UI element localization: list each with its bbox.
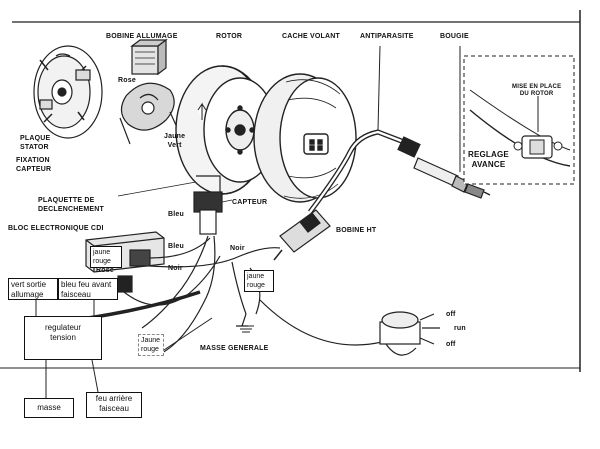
label-fixation-capteur: FIXATION CAPTEUR xyxy=(16,157,52,173)
note-feu-arriere: feu arrière faisceau xyxy=(86,392,142,418)
label-bloc-cdi: BLOC ELECTRONIQUE CDI xyxy=(8,225,104,232)
label-capteur: CAPTEUR xyxy=(232,199,268,206)
label-plaque-stator: PLAQUE STATOR xyxy=(20,135,51,151)
note-masse: masse xyxy=(24,398,74,418)
ht-coil xyxy=(273,209,331,261)
label-rotor: ROTOR xyxy=(216,33,243,40)
note-jaune-rouge-low: Jaune rouge xyxy=(138,334,164,356)
label-off-top: off xyxy=(446,311,456,318)
label-rose-cdi: Rose xyxy=(96,267,114,274)
label-off-bottom: off xyxy=(446,341,456,348)
spark-plug xyxy=(413,46,491,199)
note-vert-sortie: vert sortie allumage xyxy=(8,278,58,300)
pickup-sensor xyxy=(117,175,233,235)
label-cache-volant: CACHE VOLANT xyxy=(282,33,341,40)
suppressor-lead xyxy=(307,45,421,214)
stator-plate xyxy=(33,45,103,139)
label-noir-mid: Noir xyxy=(230,245,245,252)
label-rose-top: Rose xyxy=(118,77,136,84)
note-regulateur: regulateur tension xyxy=(24,316,102,360)
label-run: run xyxy=(454,325,466,332)
regulator-lines xyxy=(35,300,213,398)
label-mise-en-place: MISE EN PLACE DU ROTOR xyxy=(512,84,562,97)
label-jaune-vert: Jaune Vert xyxy=(164,133,186,149)
label-bobine-ht: BOBINE HT xyxy=(336,227,377,234)
note-jaune-rouge-cdi: jaune rouge xyxy=(90,246,122,268)
scan-frame xyxy=(0,10,581,372)
label-bleu-left: Bleu xyxy=(168,211,184,218)
ignition-coil xyxy=(119,38,181,145)
note-jaune-rouge-mid: jaune rouge xyxy=(244,270,274,292)
kill-switch xyxy=(379,311,440,356)
label-plaquette: PLAQUETTE DE DECLENCHEMENT xyxy=(38,197,104,213)
label-antiparasite: ANTIPARASITE xyxy=(360,33,414,40)
inset-rotor-setup xyxy=(463,55,575,185)
label-masse-generale: MASSE GENERALE xyxy=(200,345,269,352)
label-noir-cdi: Noir xyxy=(168,265,183,272)
label-reglage-avance: REGLAGE AVANCE xyxy=(468,150,509,169)
label-bougie: BOUGIE xyxy=(440,33,469,40)
label-bobine-allumage: BOBINE ALLUMAGE xyxy=(106,33,178,40)
note-bleu-feu: bleu feu avant faisceau xyxy=(58,278,118,300)
flywheel-cover xyxy=(253,73,357,203)
label-bleu-cdi: Bleu xyxy=(168,243,184,250)
